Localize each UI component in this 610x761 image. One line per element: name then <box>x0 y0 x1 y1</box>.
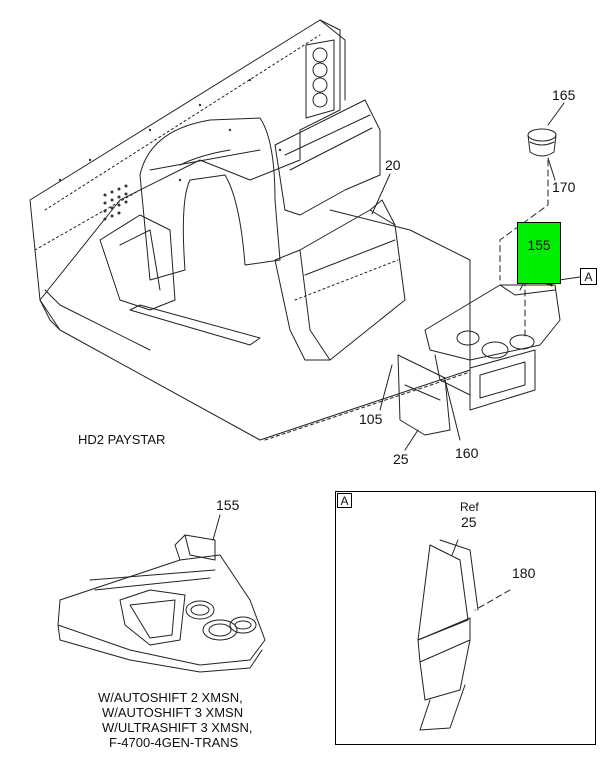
detail-ref-text: Ref <box>460 500 479 514</box>
note-line-1: W/AUTOSHIFT 2 XMSN, <box>98 690 243 705</box>
lower-callout-155: 155 <box>216 497 240 513</box>
note-line-4: F-4700-4GEN-TRANS <box>109 735 239 750</box>
detail-a-label: A <box>337 493 352 508</box>
main-view-caption: HD2 PAYSTAR <box>78 432 166 447</box>
detail-a-art <box>417 539 511 731</box>
callout-155-text: 155 <box>527 237 551 253</box>
callout-165: 165 <box>552 87 576 103</box>
lower-left-console-view <box>57 514 266 673</box>
callout-155-highlight: 155 <box>517 222 561 284</box>
callout-170: 170 <box>552 179 576 195</box>
note-line-3: W/ULTRASHIFT 3 XMSN, <box>102 720 253 735</box>
detail-a-frame <box>335 491 596 745</box>
note-line-2: W/AUTOSHIFT 3 XMSN <box>102 705 244 720</box>
cab-structure <box>29 19 561 441</box>
callout-160: 160 <box>455 445 479 461</box>
callout-20: 20 <box>385 157 401 173</box>
detail-ref-number: 25 <box>461 514 477 530</box>
callout-25: 25 <box>393 451 409 467</box>
detail-callout-180: 180 <box>512 565 536 581</box>
view-marker-a: A <box>580 268 597 285</box>
callout-105: 105 <box>359 411 383 427</box>
leader-lines <box>371 102 581 451</box>
